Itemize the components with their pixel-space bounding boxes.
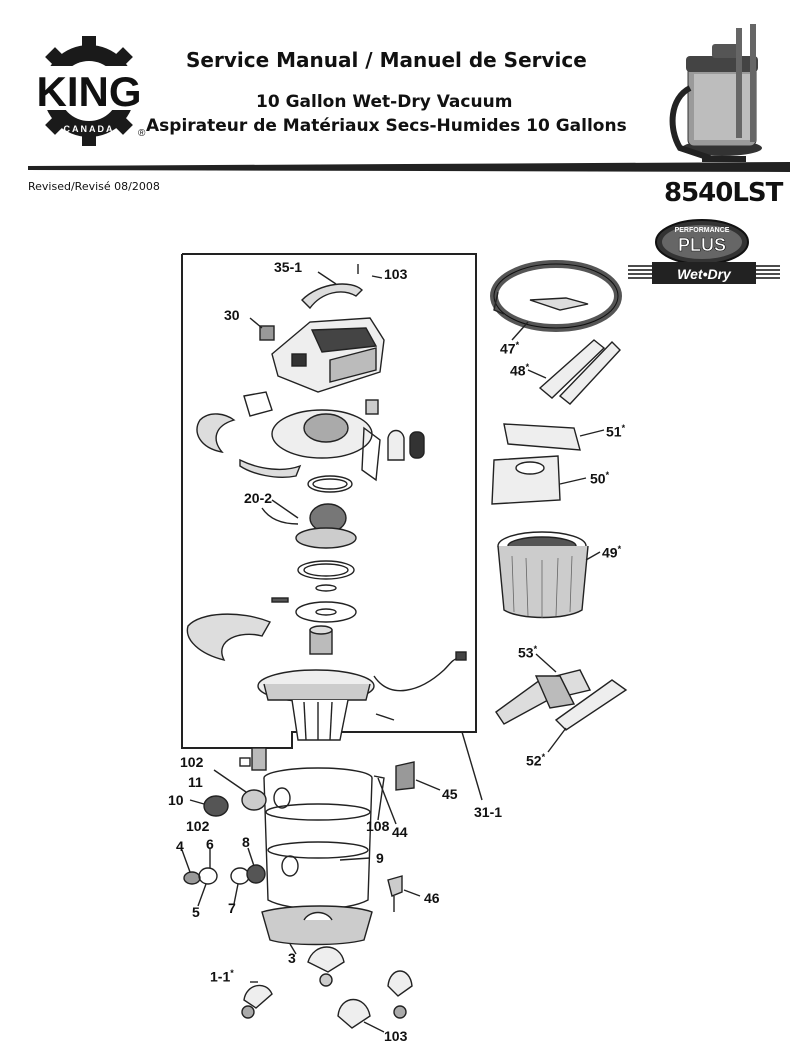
registered-mark: ®: [138, 128, 146, 139]
label-46: 46: [424, 890, 440, 906]
label-3: 3: [288, 950, 296, 966]
label-52: 52*: [526, 752, 546, 769]
label-103-top: 103: [384, 266, 408, 282]
label-50: 50*: [590, 470, 610, 487]
label-11: 11: [188, 774, 203, 790]
subtitle-en: 10 Gallon Wet-Dry Vacuum: [256, 92, 513, 112]
head-assembly-outline: [181, 253, 477, 749]
label-6: 6: [206, 836, 214, 852]
brand-name: KING: [37, 68, 142, 115]
label-53: 53*: [518, 644, 538, 661]
performance-plus-badge: PERFORMANCE PLUS Wet•Dry: [628, 219, 780, 284]
label-44: 44: [392, 824, 408, 840]
label-102-mid: 102: [186, 818, 210, 834]
label-108: 108: [366, 818, 390, 834]
label-103-bottom: 103: [384, 1028, 408, 1044]
label-47: 47*: [500, 340, 520, 357]
king-logo: KING CANADA ®: [32, 36, 146, 146]
label-30: 30: [224, 307, 240, 323]
vacuum-product-image: [669, 24, 762, 162]
revised-date: Revised/Revisé 08/2008: [28, 180, 160, 193]
label-51: 51*: [606, 423, 626, 440]
badge-wetdry-text: Wet•Dry: [677, 266, 732, 282]
label-7: 7: [228, 900, 236, 916]
label-9: 9: [376, 850, 384, 866]
badge-plus-text: PLUS: [678, 235, 726, 255]
header-rule: [28, 162, 790, 172]
label-102-top: 102: [180, 754, 204, 770]
brand-sub: CANADA: [64, 124, 115, 134]
label-31-1: 31-1: [474, 804, 503, 820]
subtitle-fr: Aspirateur de Matériaux Secs-Humides 10 …: [146, 116, 627, 136]
label-10: 10: [168, 792, 184, 808]
label-45: 45: [442, 786, 458, 802]
label-49: 49*: [602, 544, 622, 561]
label-48: 48*: [510, 362, 530, 379]
label-1-1: 1-1*: [210, 968, 234, 985]
model-number: 8540LST: [664, 178, 783, 208]
page-title: Service Manual / Manuel de Service: [186, 48, 587, 72]
label-8: 8: [242, 834, 250, 850]
label-35-1: 35-1: [274, 259, 303, 275]
label-4: 4: [176, 838, 184, 854]
badge-top-text: PERFORMANCE: [675, 227, 730, 234]
label-5: 5: [192, 904, 200, 920]
label-20-2: 20-2: [244, 490, 273, 506]
